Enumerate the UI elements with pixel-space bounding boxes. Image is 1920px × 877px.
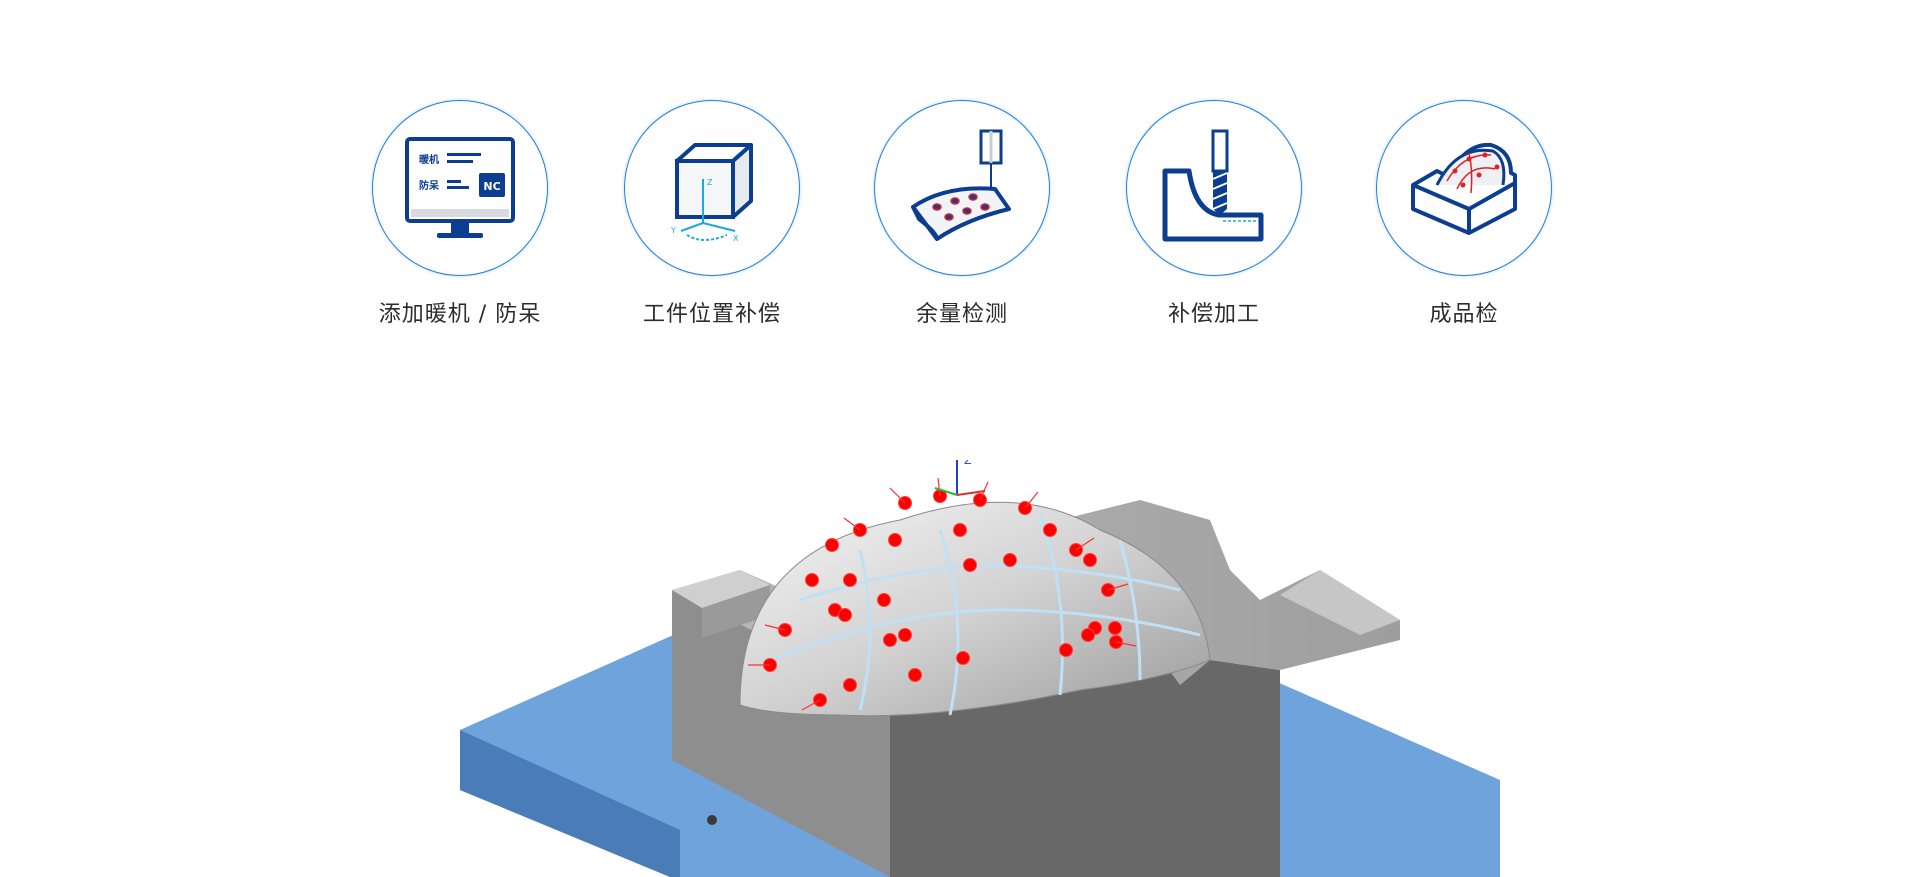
axis-gizmo: Z <box>934 460 986 496</box>
screen-line2: 防呆 <box>419 179 440 192</box>
screen-line1: 暖机 <box>419 153 439 166</box>
mold-inspection-illustration: Z <box>440 460 1500 877</box>
mold-probe-points-illustration: Z <box>460 460 1500 877</box>
step-circle: 暖机 防呆 NC <box>372 100 548 276</box>
step-circle <box>1376 100 1552 276</box>
process-steps: 暖机 防呆 NC 添加暖机 / 防呆 Z X <box>0 0 1920 340</box>
step-compensated-machining: 补偿加工 <box>1124 100 1304 328</box>
step-final-inspection: 成品检 <box>1374 100 1554 328</box>
finished-part-inspection-icon <box>1411 142 1517 235</box>
step-label: 添加暖机 / 防呆 <box>378 302 542 327</box>
nc-badge: NC <box>483 180 500 193</box>
step-warmup: 暖机 防呆 NC 添加暖机 / 防呆 <box>370 100 550 328</box>
monitor-nc-icon: 暖机 防呆 NC <box>405 137 515 238</box>
step-allowance-check: 余量检测 <box>872 100 1052 328</box>
step-position-compensation: Z X Y 工件位置补偿 <box>622 100 802 328</box>
step-circle <box>874 100 1050 276</box>
svg-text:Z: Z <box>707 178 713 187</box>
step-label: 余量检测 <box>915 302 1008 327</box>
step-label: 成品检 <box>1429 302 1499 327</box>
endmill-cutting-icon <box>1162 129 1264 242</box>
step-label: 补偿加工 <box>1167 302 1260 327</box>
probe-surface-icon <box>911 129 1011 241</box>
step-circle <box>1126 100 1302 276</box>
svg-text:X: X <box>733 234 739 243</box>
workpiece-cube-axes-icon: Z X Y <box>670 143 753 243</box>
step-circle: Z X Y <box>624 100 800 276</box>
mold-block-side <box>672 590 890 877</box>
svg-text:Y: Y <box>670 226 676 235</box>
axis-z-label: Z <box>964 460 972 467</box>
step-label: 工件位置补偿 <box>642 302 781 327</box>
